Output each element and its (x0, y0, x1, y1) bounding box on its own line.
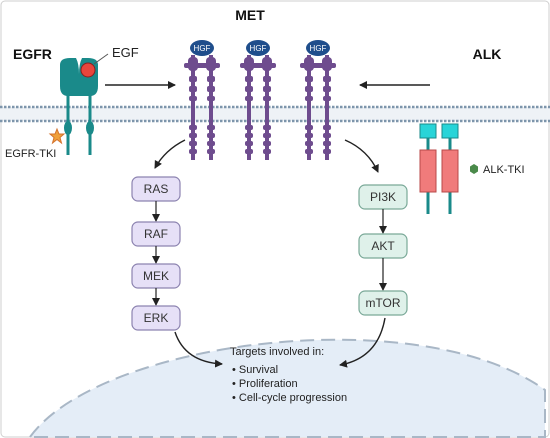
alk-tki-hexagon (470, 164, 478, 174)
cell-membrane (0, 105, 550, 123)
hgf-label: HGF (310, 44, 327, 53)
alk-receptor (419, 123, 459, 214)
hgf-ligand (190, 40, 214, 56)
hgf-ligand (306, 40, 330, 56)
met-receptor: HGF (184, 40, 220, 160)
alk-tki-label: ALK-TKI (483, 164, 525, 176)
ras-node-label: MEK (143, 269, 169, 283)
targets-heading: Targets involved in: (230, 346, 324, 358)
target-item-proliferation: • Proliferation (232, 378, 298, 390)
met-to-ras-arrow (154, 139, 186, 169)
pi3k-node-label: PI3K (370, 190, 396, 204)
ras-node-erk (131, 305, 181, 331)
ras-node-label: ERK (144, 311, 169, 325)
egfr-label: EGFR (13, 46, 52, 62)
egfr-tki-star (48, 127, 66, 145)
egf-label: EGF (112, 45, 139, 60)
met-label: MET (235, 7, 265, 23)
hgf-label: HGF (250, 44, 267, 53)
nucleus (28, 338, 546, 438)
ras-mapk-pathway: RAS RAF MEK ERK (131, 176, 181, 331)
egf-ligand (80, 62, 96, 78)
pi3k-node-label: mTOR (365, 296, 400, 310)
pi3k-akt-pathway: PI3K AKT mTOR (358, 184, 408, 316)
alk-label: ALK (473, 46, 502, 62)
mtor-to-targets-arrow (339, 317, 386, 368)
target-item-survival: • Survival (232, 364, 278, 376)
met-receptors: HGF HGF HGF (184, 40, 336, 160)
pi3k-node-label: AKT (371, 239, 395, 253)
ras-node-label: RAF (144, 227, 168, 241)
hgf-ligand (246, 40, 270, 56)
met-to-pi3k-arrow (344, 139, 379, 173)
target-item-cell-cycle: • Cell-cycle progression (232, 392, 347, 404)
met-receptor: HGF (240, 40, 276, 160)
hgf-label: HGF (194, 44, 211, 53)
egf-pointer (93, 53, 109, 65)
met-receptor: HGF (300, 40, 336, 160)
pi3k-node-mtor (358, 290, 408, 316)
ras-node-label: RAS (144, 182, 169, 196)
erk-to-targets-arrow (174, 331, 223, 368)
egfr-tki-label: EGFR-TKI (5, 148, 56, 160)
